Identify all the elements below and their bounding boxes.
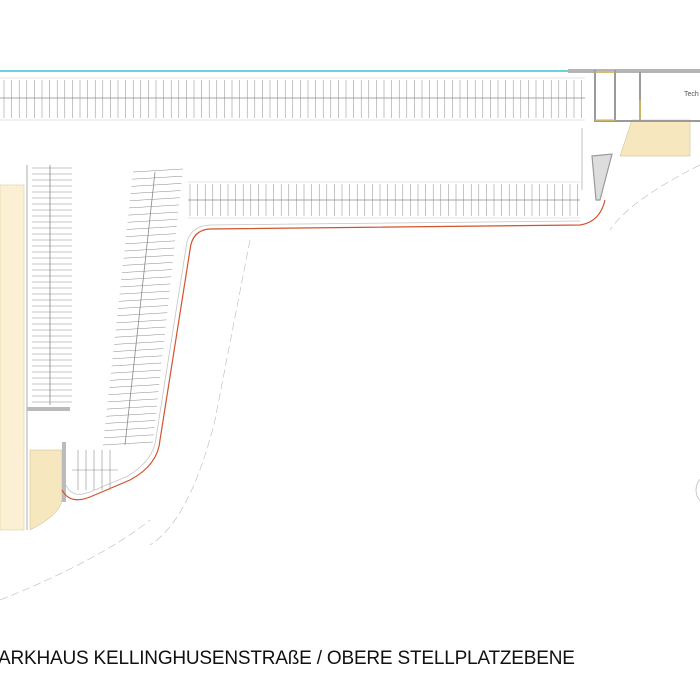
bike-rack-slot [132,168,184,173]
bike-rack-slot [115,326,166,331]
site-lines [0,164,700,601]
bike-rack-slot [114,333,165,338]
bike-rack-slot [127,219,178,223]
drawing-title: ARKHAUS KELLINGHUSENSTRAßE / OBERE STELL… [0,648,575,669]
building-outline-inner [65,220,581,495]
bike-rack-slot [131,183,182,187]
bike-rack-slot [109,384,160,388]
bike-rack-slot [105,420,156,424]
bike-rack-slot [123,254,174,259]
bike-rack-slot [124,247,175,252]
bike-rack-slot [102,441,154,446]
bike-rack-slot [112,355,163,360]
bike-rack-slot [110,377,161,381]
bike-racks [0,77,585,490]
room-label-tech: Tech [684,91,699,98]
bike-rack-slot [111,362,162,367]
stair-left [29,449,63,531]
bike-rack-slot [125,240,176,245]
walls [0,69,700,530]
bike-rack-slot [126,226,177,230]
bike-rack-slot [119,290,170,295]
building-outline [61,199,606,501]
bike-rack-slot [114,341,165,345]
bike-rack-slot [106,413,157,417]
bike-rack-slot [117,305,169,309]
bike-rack-slot [121,276,172,281]
background-areas [0,119,691,531]
tan-area-left [0,184,25,531]
bike-rack-slot [104,427,155,431]
bike-rack-slot [106,405,157,410]
bike-rack-slot [121,269,172,273]
bike-rack-slot [125,233,176,237]
bike-rack-slot [107,398,158,403]
edge-circle [695,478,700,502]
bike-rack-slot [130,190,181,194]
bike-rack-slot [110,369,161,374]
bike-rack-slot [113,348,164,352]
bike-rack-slot [117,312,168,316]
bike-rack-slot [120,283,171,288]
bike-rack-slot [118,298,169,302]
bike-rack-slot [122,262,173,266]
bike-rack-slot [124,171,156,446]
bike-rack-slot [132,175,183,180]
bike-rack-slot [116,319,167,324]
bike-rack-slot [128,211,179,216]
bike-rack-slot [103,434,154,439]
bike-rack-slot [108,391,159,395]
stair-right [619,119,691,157]
bike-rack-slot [129,197,180,201]
bike-rack-slot [129,204,180,209]
